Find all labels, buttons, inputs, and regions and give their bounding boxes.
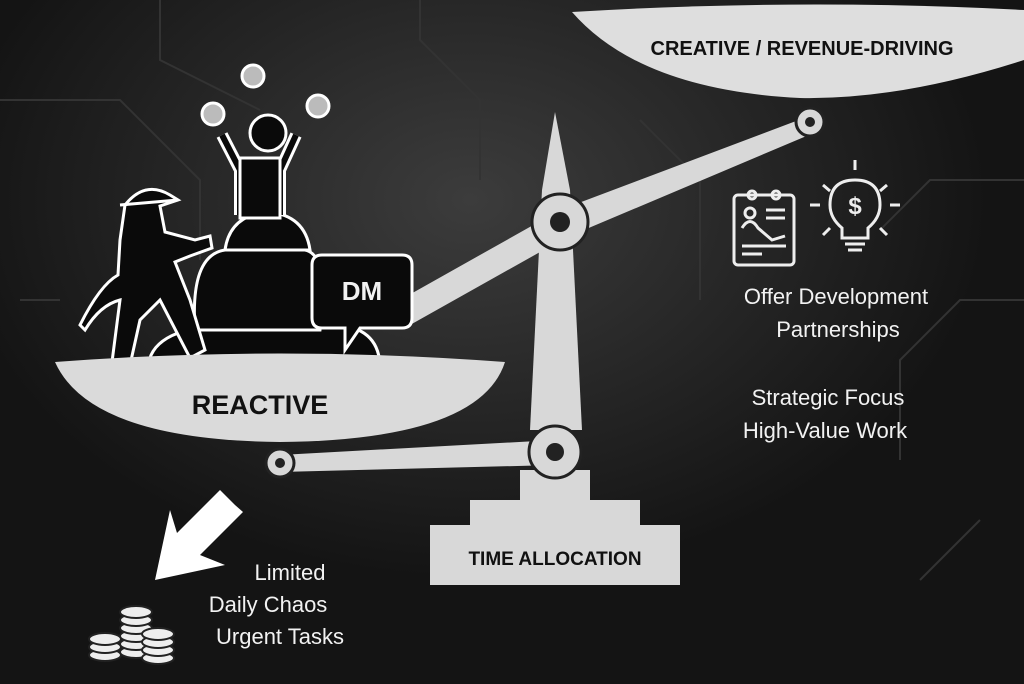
right-text-line1: Offer Development [743,284,929,309]
right-text-line4: High-Value Work [742,418,908,443]
left-pan [55,353,505,442]
svg-text:$: $ [848,193,862,220]
right-pan-label: CREATIVE / REVENUE-DRIVING [650,38,954,60]
dm-chat-bubble-icon [310,253,414,355]
circuit-lines [0,0,1024,581]
firefighter-icon [78,187,214,367]
lower-beam [280,440,555,472]
right-pan [572,4,1024,99]
upper-beam [400,115,816,325]
right-text-line3: Strategic Focus [751,385,905,410]
left-text-line3: Urgent Tasks [216,624,344,649]
coin-stacks-icon [88,605,175,665]
left-pan-label: REACTIVE [191,390,329,420]
right-text-line2: Partnerships [776,317,900,342]
scale-base [430,500,680,585]
arrow-down-left-icon [155,490,243,580]
juggling-ball [200,101,226,127]
lightbulb-dollar-icon: $ [810,160,900,252]
juggling-ball [240,63,266,89]
left-text-line2: Daily Chaos [208,592,328,617]
left-text-line1: Limited [254,560,326,585]
juggling-ball [305,93,331,119]
base-label: TIME ALLOCATION [468,549,642,570]
juggler-body [238,156,282,220]
stack-tier [192,248,325,332]
dm-text: DM [341,276,383,306]
clipboard-chart-icon [732,189,796,267]
juggler-head [248,113,288,153]
